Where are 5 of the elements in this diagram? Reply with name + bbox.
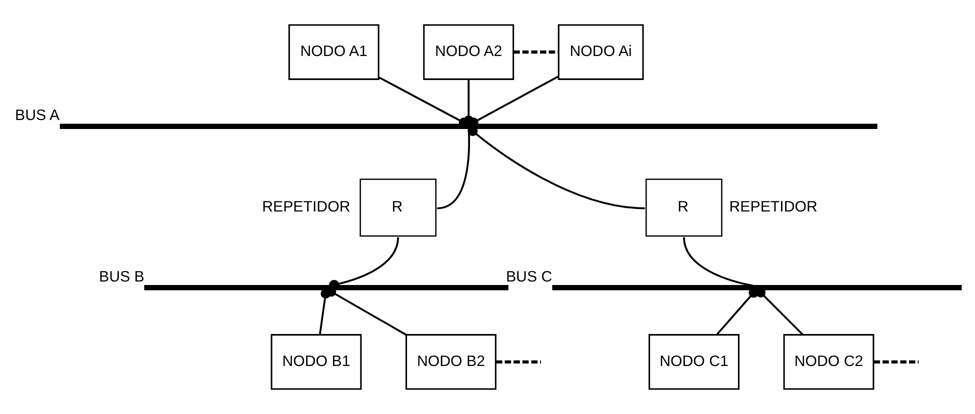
node-label: BUS B (99, 268, 144, 286)
node-label: REPETIDOR (729, 198, 818, 216)
node-label: BUS C (506, 268, 552, 286)
node-label: REPETIDOR (262, 198, 350, 216)
node-label: BUS A (15, 107, 60, 124)
